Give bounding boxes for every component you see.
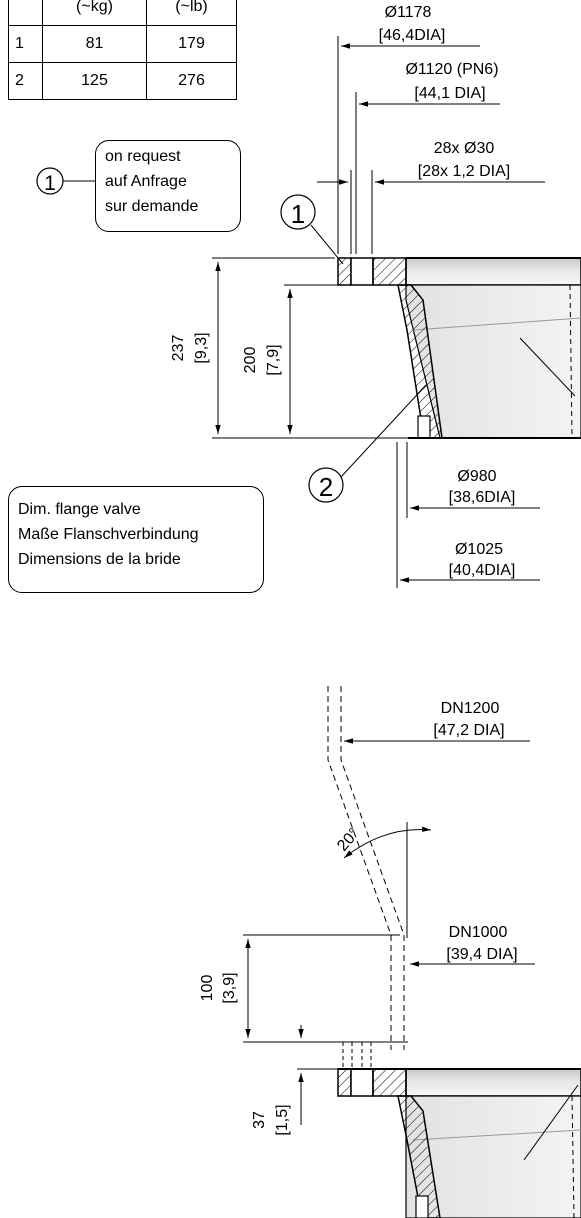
dim-980: Ø980 [457, 468, 496, 485]
dim-dn1200-inch: [47,2 DIA] [433, 722, 504, 739]
flange-section-bottom [337, 1068, 581, 1218]
dim-1120-inch: [44,1 DIA] [414, 85, 485, 102]
table-cell: 276 [146, 62, 237, 100]
dim-200: 200 [242, 347, 259, 374]
note-on-request: on request auf Anfrage sur demande [95, 140, 241, 232]
callout-circle [308, 467, 344, 503]
bolt-holes-hidden [338, 1041, 376, 1069]
weight-table: (~kg) (~lb) 1 81 179 2 125 276 [8, 0, 237, 100]
note-line: on request [105, 148, 181, 165]
flange-section-top [337, 257, 581, 439]
dim-100-inch: [3,9] [221, 972, 238, 1003]
callout-marker: 1 [44, 172, 56, 195]
dim-980-inch: [38,6DIA] [449, 489, 516, 506]
dim-237-inch: [9,3] [193, 332, 210, 363]
dim-237: 237 [170, 335, 187, 362]
dim-1025-inch: [40,4DIA] [449, 562, 516, 579]
dim-1178: Ø1178 [385, 4, 432, 21]
dim-37-inch: [1,5] [274, 1104, 291, 1135]
dimension-lines-top [63, 36, 545, 588]
note-dim-flange: Dim. flange valve Maße Flanschverbindung… [8, 486, 264, 593]
table-cell: 179 [146, 25, 237, 63]
dim-holes: 28x Ø30 [434, 140, 495, 157]
table-cell: 81 [42, 25, 147, 63]
callout-circle [280, 194, 316, 230]
note-line: auf Anfrage [105, 173, 187, 190]
note-line: sur demande [105, 198, 199, 215]
callout-circle [36, 167, 64, 195]
note-line: Maße Flanschverbindung [18, 526, 199, 543]
dim-100: 100 [199, 975, 216, 1002]
dim-angle: 20° [334, 825, 363, 854]
dim-dn1000-inch: [39,4 DIA] [446, 946, 517, 963]
table-cell: 125 [42, 62, 147, 100]
dim-holes-inch: [28x 1,2 DIA] [418, 163, 511, 180]
dim-1178-inch: [46,4DIA] [379, 27, 446, 44]
table-row: 1 81 179 [8, 25, 237, 63]
dimension-lines-bottom [243, 738, 535, 1125]
dim-1025: Ø1025 [455, 541, 503, 558]
callout-2: 2 [319, 472, 333, 502]
dim-dn1000: DN1000 [449, 924, 508, 941]
dim-37: 37 [251, 1111, 268, 1129]
dim-200-inch: [7,9] [265, 344, 282, 375]
table-row: 2 125 276 [8, 62, 237, 100]
dim-dn1200: DN1200 [441, 700, 500, 717]
callout-1: 1 [291, 199, 305, 229]
dim-1120: Ø1120 (PN6) [405, 61, 498, 78]
note-line: Dim. flange valve [18, 501, 141, 518]
note-line: Dimensions de la bride [18, 551, 181, 568]
